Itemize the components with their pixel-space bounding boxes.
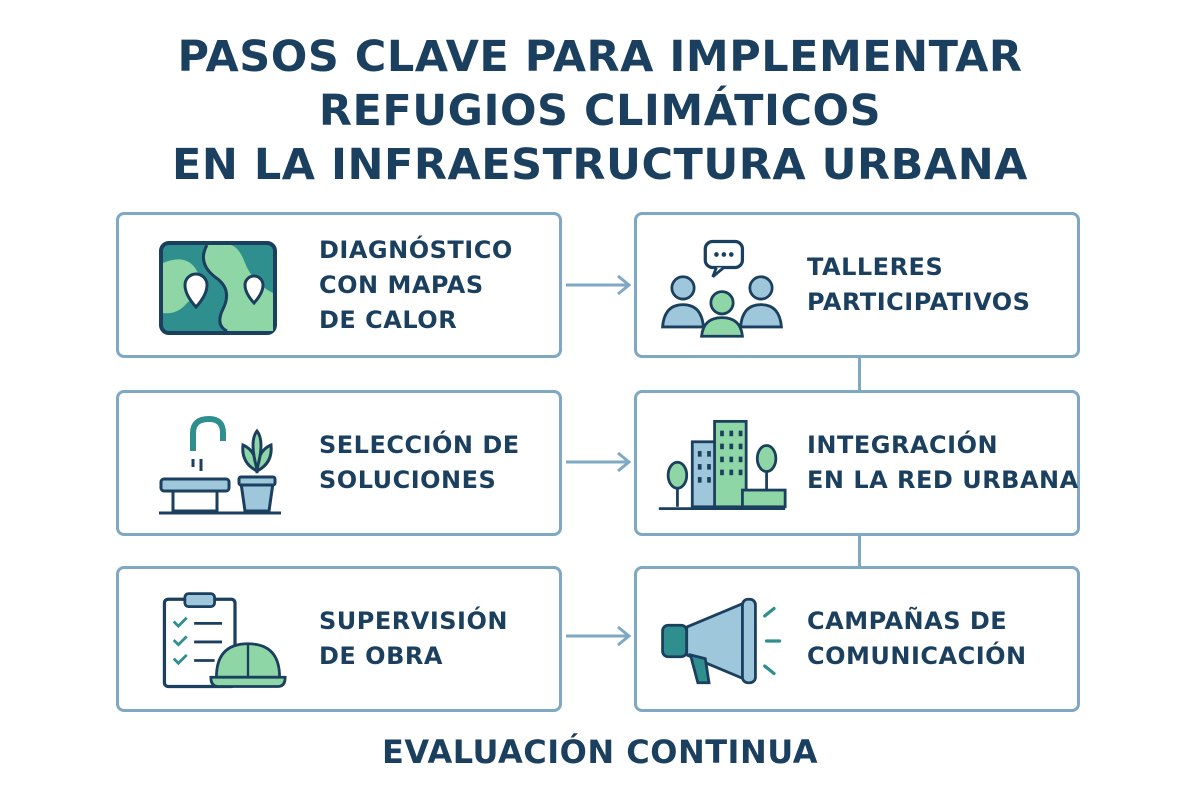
- step-card-campanas: CAMPAÑAS DE COMUNICACIÓN: [634, 566, 1080, 712]
- step-card-supervision: SUPERVISIÓN DE OBRA: [116, 566, 562, 712]
- step-card-talleres: TALLERES PARTICIPATIVOS: [634, 212, 1080, 358]
- title-line-3: EN LA INFRAESTRUCTURA URBANA: [172, 140, 1028, 190]
- step-card-diagnostico: DIAGNÓSTICO CON MAPAS DE CALOR: [116, 212, 562, 358]
- page-title: PASOS CLAVE PARA IMPLEMENTAR REFUGIOS CL…: [0, 30, 1200, 192]
- heat-map-icon: [159, 241, 277, 335]
- arrow-right-connector: [566, 451, 632, 473]
- workshop-people-icon: [661, 239, 783, 338]
- step-card-seleccion: SELECCIÓN DE SOLUCIONES: [116, 390, 562, 536]
- step-label: TALLERES PARTICIPATIVOS: [807, 253, 1031, 316]
- arrow-right-connector: [566, 274, 632, 296]
- vertical-connector: [858, 358, 861, 392]
- arrow-right-connector: [566, 625, 632, 647]
- megaphone-icon: [661, 597, 782, 685]
- clipboard-helmet-icon: [162, 592, 287, 689]
- title-line-2: REFUGIOS CLIMÁTICOS: [318, 86, 882, 136]
- step-label: SUPERVISIÓN DE OBRA: [319, 607, 508, 670]
- step-label: DIAGNÓSTICO CON MAPAS DE CALOR: [319, 235, 513, 334]
- footer-evaluation: EVALUACIÓN CONTINUA: [382, 733, 818, 771]
- vertical-connector: [858, 536, 861, 568]
- step-card-integracion: INTEGRACIÓN EN LA RED URBANA: [634, 390, 1080, 536]
- city-buildings-icon: [658, 419, 787, 511]
- fountain-plant-icon: [159, 415, 281, 515]
- step-label: INTEGRACIÓN EN LA RED URBANA: [807, 431, 1079, 494]
- title-line-1: PASOS CLAVE PARA IMPLEMENTAR: [177, 32, 1023, 82]
- step-label: CAMPAÑAS DE COMUNICACIÓN: [807, 607, 1027, 670]
- step-label: SELECCIÓN DE SOLUCIONES: [319, 431, 520, 494]
